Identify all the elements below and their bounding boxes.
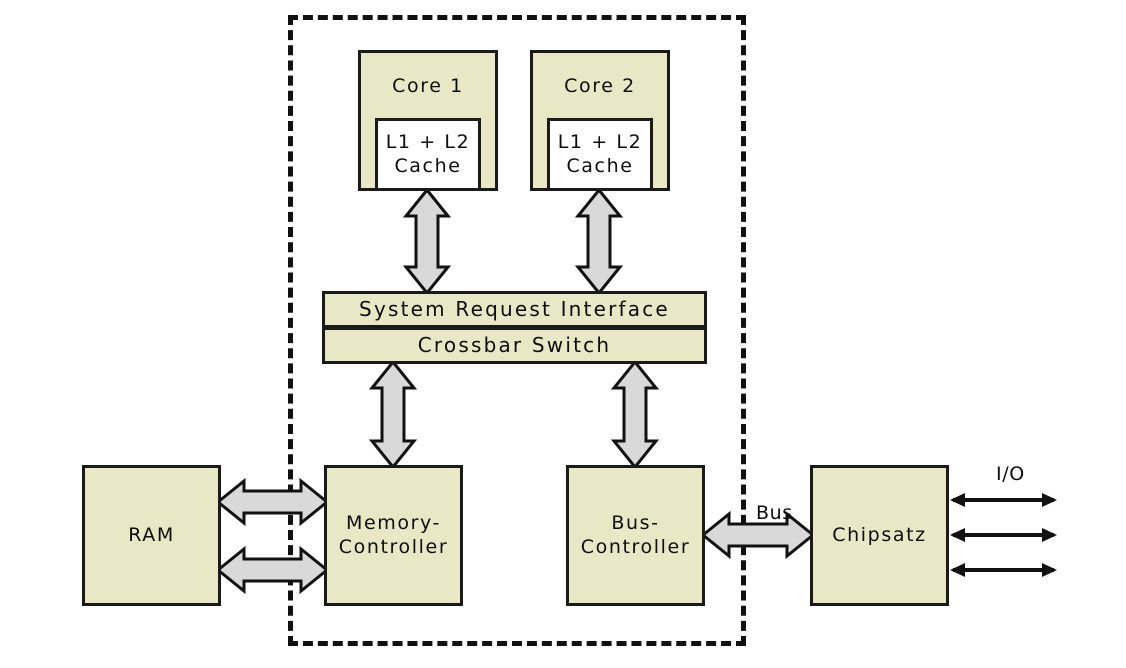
core-2-to-sri-arrow [574, 186, 624, 297]
core-2-cache-label: L1 + L2 Cache [557, 130, 643, 177]
ram-to-memory-controller-arrow-upper [214, 477, 331, 527]
ram-box[interactable]: RAM [82, 465, 221, 606]
core-1-cache-box[interactable]: L1 + L2 Cache [375, 118, 481, 191]
system-request-interface-label: System Request Interface [359, 297, 670, 321]
ram-to-memory-controller-arrow-lower [214, 545, 331, 595]
io-edge-label: I/O [996, 463, 1025, 485]
core-2-label: Core 2 [564, 75, 636, 97]
core-1-to-sri-arrow [402, 186, 452, 297]
crossbar-switch-box[interactable]: Crossbar Switch [322, 327, 707, 364]
chipsatz-box[interactable]: Chipsatz [810, 465, 949, 606]
bus-controller-label: Bus- Controller [580, 511, 691, 558]
crossbar-switch-label: Crossbar Switch [417, 333, 612, 357]
io-arrow-2 [940, 524, 1067, 546]
core-1-cache-label: L1 + L2 Cache [385, 130, 471, 177]
memory-controller-box[interactable]: Memory- Controller [324, 465, 463, 606]
io-arrow-3 [940, 559, 1067, 581]
crossbar-to-memory-controller-arrow [368, 358, 418, 471]
bus-controller-box[interactable]: Bus- Controller [566, 465, 705, 606]
crossbar-to-bus-controller-arrow [610, 358, 660, 471]
system-request-interface-box[interactable]: System Request Interface [322, 291, 707, 328]
ram-label: RAM [128, 523, 175, 546]
memory-controller-label: Memory- Controller [338, 511, 449, 558]
chipsatz-label: Chipsatz [832, 523, 927, 546]
io-arrow-1 [940, 489, 1067, 511]
bus-edge-label: Bus [756, 502, 793, 524]
core-2-cache-box[interactable]: L1 + L2 Cache [547, 118, 653, 191]
core-1-label: Core 1 [392, 75, 464, 97]
